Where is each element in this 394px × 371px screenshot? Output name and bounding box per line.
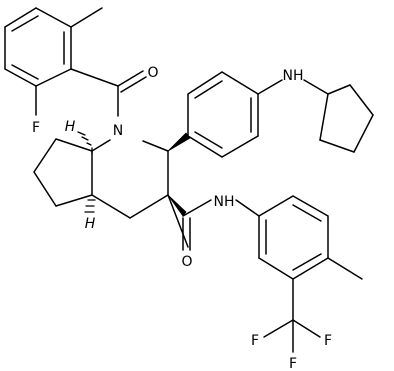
trifluoromethyl-phenyl-ring [235, 195, 363, 353]
aminophenyl-ring [187, 71, 283, 158]
wedge-bond-2 [167, 132, 191, 152]
nitrogen-ring-label: N [113, 123, 123, 139]
hydrogen-4a-label: H [85, 216, 96, 232]
hash-bond-7a [77, 131, 93, 155]
hydrogen-7a-label: H [65, 119, 76, 135]
bicyclic-core [33, 131, 191, 219]
oxygen-ketone-label: O [147, 65, 158, 81]
carboxamide [167, 194, 212, 251]
fluorine-3-label: F [289, 356, 297, 371]
amine-nh-label: NH [283, 68, 304, 84]
fluorine-2-label: F [324, 333, 332, 349]
ketone-carbonyl [70, 68, 147, 117]
oxygen-amide-label: O [181, 254, 192, 270]
fluorine-1-label: F [251, 333, 259, 349]
wedge-bond-3 [167, 194, 187, 217]
cyclopentyl-ring [303, 79, 374, 153]
fluoromethyl-phenyl-ring [4, 7, 103, 116]
amide-nh-label: NH [214, 194, 235, 210]
hash-bond-4a [84, 199, 96, 213]
fluorine-aryl-label: F [32, 120, 40, 136]
